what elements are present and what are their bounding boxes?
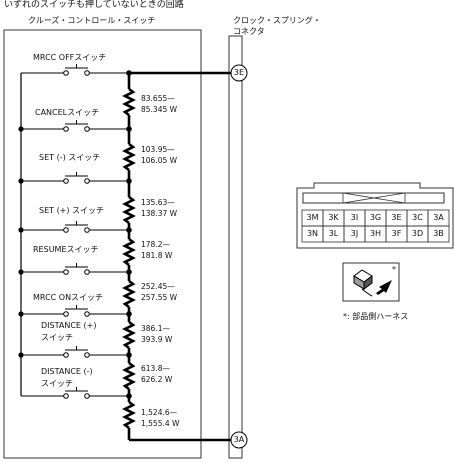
switch-row-distance-plus (21, 346, 129, 358)
resistance-distance-plus-2: 393.9 W (141, 335, 173, 344)
switch-row-resume (21, 263, 129, 275)
switch-row-set-plus (21, 221, 129, 233)
resistance-distance-minus-1: 613.8— (141, 364, 170, 373)
pin-3h: 3H (369, 229, 382, 238)
pin-3m: 3M (306, 213, 319, 222)
connector-grid (301, 209, 450, 243)
switch-label-distance-plus-1: DISTANCE (+) (41, 321, 97, 330)
resistance-mrcc-on-1: 252.45— (141, 282, 175, 291)
cruise-switch-box (3, 29, 202, 459)
pin-3e: 3E (391, 213, 402, 222)
resistance-set-minus-1: 103.95— (141, 145, 175, 154)
terminal-3a-label: 3A (233, 435, 245, 444)
harness-note: *: 部品側ハーネス (343, 312, 409, 321)
clock-spring-box (228, 35, 243, 459)
pin-3c: 3C (412, 213, 423, 222)
terminal-3e-circle (230, 64, 248, 82)
harness-star: * (392, 265, 396, 274)
resistance-distance-minus-2: 626.2 W (141, 375, 173, 384)
resistance-set-plus-2: 138.37 W (141, 209, 178, 218)
switch-row-mrcc-on (21, 305, 129, 317)
harness-side-icon (342, 262, 400, 302)
switch-label-mrcc-off: MRCC OFFスイッチ (33, 53, 107, 62)
cruise-switch-title: クルーズ・コントロール・スイッチ (28, 16, 156, 25)
pin-3d: 3D (411, 229, 424, 238)
resistance-set-plus-1: 135.63— (141, 198, 175, 207)
resistance-last-2: 1,555.4 W (141, 419, 180, 428)
junction-dots (18, 70, 132, 399)
resistance-mrcc-on-2: 257.55 W (141, 293, 178, 302)
switch-label-distance-minus-2: スイッチ (41, 379, 73, 388)
resistance-last-1: 1,524.6— (141, 408, 178, 417)
switch-label-distance-minus-1: DISTANCE (-) (41, 367, 93, 376)
switch-label-cancel: CANCELスイッチ (35, 108, 100, 117)
switch-label-resume: RESUMEスイッチ (33, 245, 99, 254)
terminal-3a-circle (230, 431, 248, 449)
resistance-resume-2: 181.8 W (141, 251, 173, 260)
switch-row-cancel (21, 120, 129, 132)
pin-3k: 3K (328, 213, 339, 222)
switch-row-set-minus (21, 172, 129, 184)
pin-3i: 3I (350, 213, 359, 222)
pin-3n: 3N (306, 229, 319, 238)
pin-3l: 3L (328, 229, 339, 238)
pin-3b: 3B (433, 229, 444, 238)
pin-3j: 3J (350, 229, 359, 238)
clock-spring-title-line1: クロック・スプリング・ (233, 16, 321, 25)
switch-label-distance-plus-2: スイッチ (41, 333, 73, 342)
switch-row-mrcc-off (21, 64, 129, 76)
resistance-resume-1: 178.2— (141, 240, 170, 249)
diagram-header: いずれのスイッチも押していないときの回路 (4, 0, 184, 10)
pin-3f: 3F (391, 229, 402, 238)
resistance-cancel-1: 83.655— (141, 94, 175, 103)
switch-label-set-minus: SET (-) スイッチ (39, 153, 101, 162)
pin-3g: 3G (369, 213, 382, 222)
switch-row-distance-minus (21, 387, 129, 399)
terminal-3e-label: 3E (233, 68, 245, 77)
switch-label-set-plus: SET (+) スイッチ (39, 206, 105, 215)
connector-outline (296, 182, 454, 249)
pin-3a: 3A (433, 213, 444, 222)
switch-label-mrcc-on: MRCC ONスイッチ (33, 293, 104, 302)
clock-spring-title-line2: コネクタ (233, 27, 265, 36)
resistance-cancel-2: 85.345 W (141, 105, 178, 114)
resistance-distance-plus-1: 386.1— (141, 324, 170, 333)
resistance-set-minus-2: 106.05 W (141, 156, 178, 165)
